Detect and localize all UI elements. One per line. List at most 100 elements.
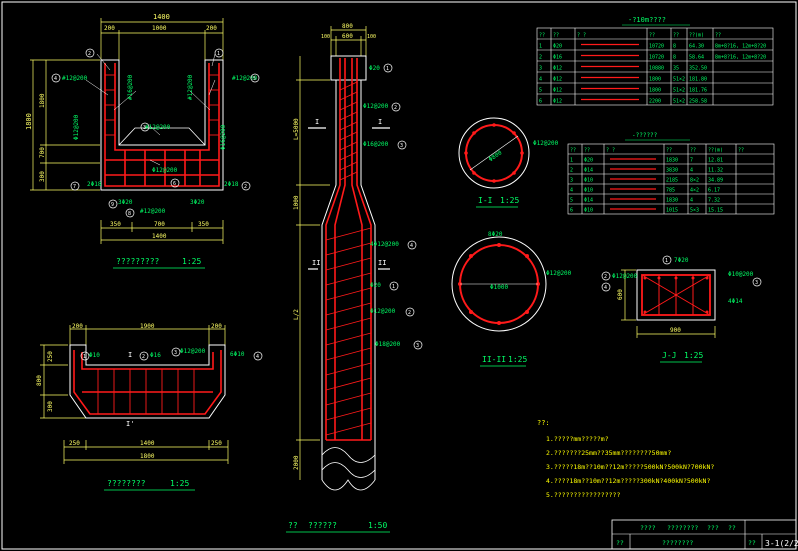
notes: ??: 1.?????mm?????m? 2.???????25mm??35mm…: [537, 419, 714, 499]
t2-cell: 4: [690, 198, 693, 204]
pile-scale: 1:50: [368, 521, 387, 530]
tl-dim-bottom-1: 700: [154, 221, 165, 228]
tl-callout-2: 4: [54, 76, 57, 82]
top-left-dim-inner: 1000: [152, 25, 167, 32]
t1-cell: 352.50: [689, 66, 707, 72]
pile-callout-1: 2: [394, 105, 397, 111]
pile-side-label-1: 1000: [293, 195, 300, 210]
s1-title: I-I: [478, 196, 493, 205]
tl-callout-9: 9: [111, 202, 114, 208]
t1-header-cell: ??: [539, 33, 545, 39]
t1-grid: [536, 27, 774, 106]
top-left-dim-total: 1400: [153, 13, 170, 21]
tl-dim-bottom-0: 350: [110, 221, 121, 228]
tb-row2-1: ????????: [662, 539, 693, 547]
s3-labels: 7Φ20 Φ12@200 Φ10@200 4Φ14: [612, 257, 754, 305]
t2-cell: 6: [570, 208, 573, 214]
t1-cell: 1: [539, 44, 542, 50]
s3-callout-0: 1: [665, 258, 668, 264]
t2-cell: 1830: [666, 198, 678, 204]
pile-shaft: [321, 80, 376, 480]
t1-cell: 51×2: [673, 88, 685, 94]
t2-title: -??????: [632, 132, 658, 139]
tl-callout-8: 8: [128, 211, 131, 217]
top-left-leaders: [85, 53, 216, 166]
pile-dim-top-3: 100: [367, 34, 376, 40]
bl-stirrups: [97, 369, 195, 414]
t2-cell: Φ10: [584, 208, 593, 214]
tl-dim-bottom-3: 1400: [152, 233, 167, 240]
s3-ties: [641, 274, 711, 316]
t2-cell: Φ10: [584, 178, 593, 184]
t2-cell: 11.32: [708, 168, 723, 174]
t2-header-cell: ??: [584, 148, 590, 154]
pile-break-bottom: [321, 462, 376, 478]
pile-side-label-0: L=5000: [293, 118, 300, 140]
bl-dim-bottom-3: 1800: [140, 453, 155, 460]
s1-bars: [464, 123, 524, 183]
pile-callout-3: 4: [410, 243, 413, 249]
t2-cell: 6.17: [708, 188, 720, 194]
bl-mark-1: I': [126, 420, 134, 428]
tb-row1-1: ????????: [667, 524, 698, 532]
t1-cell: 258.58: [689, 99, 707, 105]
tl-dim-bottom-2: 350: [198, 221, 209, 228]
pile-section-cuts: [308, 127, 390, 270]
t1-cell: 4: [539, 77, 542, 83]
t1-frame: [536, 27, 774, 106]
t1-header-cell: ??: [715, 33, 721, 39]
t1-cell: 181.76: [689, 88, 707, 94]
t1-header-cell: ??: [553, 33, 559, 39]
tl-label-7: Φ12@200: [152, 167, 178, 174]
s2-label-0: Φ1000: [490, 284, 508, 291]
top-left-dim-left-wall: 200: [104, 25, 115, 32]
tl-label-2: #12@200: [187, 74, 194, 100]
t1-cell: 8m+8?16, 12m+8?20: [715, 55, 766, 61]
top-left-u-outline: [100, 59, 224, 191]
s3-label-3: 4Φ14: [728, 298, 743, 305]
pile-labels: Φ20 Φ12@200 Φ16@200 4Φ12@200 Φ20 Φ12@200…: [363, 65, 401, 348]
bl-scale: 1:25: [170, 479, 189, 488]
pile-callout-5: 2: [408, 310, 411, 316]
tl-label-4: Φ12@200: [73, 114, 80, 140]
top-left-dim-right-wall: 200: [206, 25, 217, 32]
t2-cell: 1: [570, 158, 573, 164]
pile-callout-2: 3: [400, 143, 403, 149]
tl-callout-6: 7: [73, 184, 76, 190]
top-left-title: ?????????: [116, 257, 160, 266]
pile-section-mark-2: II: [312, 259, 320, 267]
notes-line-2: 3.?????18m??10m??12m?????500kN?500kN?700…: [546, 463, 714, 471]
top-left-dim-left-total: 1800: [25, 113, 33, 130]
pile-callout-4: 1: [392, 284, 395, 290]
top-left-haunch: [118, 127, 206, 146]
pile-cap: [330, 55, 367, 81]
t2-cell: 4: [570, 188, 573, 194]
pile-label-4: Φ20: [370, 282, 381, 289]
s3-label-1: Φ12@200: [612, 273, 638, 280]
pile-side-label-2: L/2: [293, 309, 300, 320]
top-left-scale: 1:25: [182, 257, 201, 266]
t1-header-cell: ??: [673, 33, 679, 39]
tl-callout-3: 5: [253, 76, 256, 82]
t2-header-cell: ??: [666, 148, 672, 154]
pile-rebar-long: [325, 58, 372, 441]
pile-label-6: Φ18@200: [375, 341, 401, 348]
tb-row2-2: ??: [748, 539, 756, 547]
pile-label-5: Φ12@200: [370, 308, 396, 315]
t2-cell: 3830: [666, 168, 678, 174]
bl-dims-top: [69, 325, 226, 348]
tl-label-11: 2Φ18: [224, 181, 239, 188]
t1-cell: Φ12: [553, 88, 562, 94]
pile-side-label-3: 2000: [293, 455, 300, 470]
bl-dim-left-1: 800: [36, 375, 43, 386]
bl-labels: Φ10 Φ16 Φ12@200 6Φ10: [89, 348, 245, 359]
top-left-labels: #12@200 #16@200 #12@200 #12@200 Φ12@200 …: [62, 74, 258, 215]
bl-dim-top-1: 1900: [140, 323, 155, 330]
tl-label-6: #12@200: [145, 124, 171, 131]
pile-label-2: Φ16@200: [363, 141, 389, 148]
t2-cell: 7: [690, 158, 693, 164]
